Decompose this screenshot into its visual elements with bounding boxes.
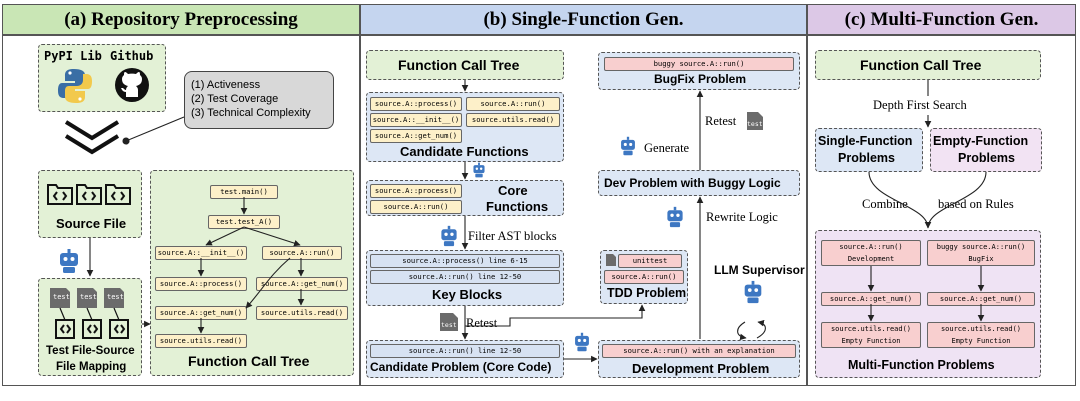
core-process: source.A::process() xyxy=(370,184,462,198)
unittest-file-icon xyxy=(606,254,616,266)
panel-c-title: (c) Multi-Function Gen. xyxy=(807,4,1076,35)
panel-a-title: (a) Repository Preprocessing xyxy=(2,4,360,35)
core-run: source.A::run() xyxy=(370,200,462,214)
right-buggy-run: buggy source.A::run() xyxy=(936,243,1026,251)
criteria-list: (1) Activeness (2) Test Coverage (3) Tec… xyxy=(191,78,311,120)
tdd-label: TDD Problem xyxy=(607,286,687,300)
github-logo-icon xyxy=(115,68,149,102)
empty-label-2: Problems xyxy=(958,151,1015,165)
node-process: source.A::process() xyxy=(155,277,247,291)
double-chevron-down-icon xyxy=(64,120,120,155)
folder-icons xyxy=(46,180,134,211)
tree-c-label: Function Call Tree xyxy=(860,57,982,73)
core-label-1: Core xyxy=(498,183,528,198)
node-run: source.A::run() xyxy=(262,246,342,260)
node-get-num-right: source.A::get_num() xyxy=(256,277,348,291)
criteria-box xyxy=(184,71,334,129)
tree-b-box xyxy=(366,50,564,80)
robot-icon-b3 xyxy=(575,332,589,352)
test-text-3: test xyxy=(107,293,124,301)
single-label-1: Single-Function xyxy=(818,134,913,148)
criterion-2: (2) Test Coverage xyxy=(191,93,279,105)
robot-icon-b2 xyxy=(441,225,457,247)
core-label-2: Functions xyxy=(486,199,549,214)
single-label-2: Problems xyxy=(838,151,895,165)
dev-code: source.A::run() with an explanation xyxy=(602,344,796,358)
test-text-1: test xyxy=(53,293,70,301)
empty-label-1: Empty-Function xyxy=(933,134,1029,148)
github-label: Github xyxy=(110,49,154,63)
robot-icon-b5 xyxy=(621,136,635,156)
right-col-tail: source.utils.read() Empty Function xyxy=(927,322,1035,348)
right-empty: Empty Function xyxy=(951,337,1011,345)
tdd-unittest: unittest xyxy=(618,254,682,268)
node-test-main: test.main() xyxy=(210,185,278,199)
right-utils: source.utils.read() xyxy=(940,325,1022,333)
criterion-1: (1) Activeness xyxy=(191,79,261,91)
node-test-a: test.test_A() xyxy=(208,215,280,229)
left-utils: source.utils.read() xyxy=(830,325,912,333)
retest-label-2: Retest xyxy=(705,114,737,128)
tree-b-label: Function Call Tree xyxy=(398,57,520,73)
buggy-dev-box xyxy=(598,170,800,196)
mapping-label-line1: Test File-Source xyxy=(46,345,135,357)
filter-label: Filter AST blocks xyxy=(468,229,557,243)
code-folder-icon xyxy=(47,184,131,205)
test-text-b2: test xyxy=(747,120,763,128)
tree-a-label: Function Call Tree xyxy=(188,353,310,369)
rewrite-label: Rewrite Logic xyxy=(706,210,778,224)
buggy-dev-label: Dev Problem with Buggy Logic xyxy=(604,176,781,190)
mapping-label-line2: File Mapping xyxy=(56,361,127,373)
block-run: source.A::run() line 12-50 xyxy=(370,270,560,284)
llm-robot-icon xyxy=(744,280,762,304)
left-run: source.A::run() xyxy=(839,243,903,251)
source-file-label: Source File xyxy=(56,216,127,231)
candidate-problem-code: source.A::run() line 12-50 xyxy=(370,344,560,358)
bugfix-code: buggy source.A::run() xyxy=(604,57,794,71)
test-file-icon-b2 xyxy=(747,112,763,130)
candidate-label: Candidate Functions xyxy=(400,144,529,159)
cand-get-num: source.A::get_num() xyxy=(370,129,462,143)
cand-utils: source.utils.read() xyxy=(466,113,560,127)
panel-b-title: (b) Single-Function Gen. xyxy=(360,4,807,35)
tdd-run: source.A::run() xyxy=(604,270,684,284)
block-process: source.A::process() line 6-15 xyxy=(370,254,560,268)
left-empty: Empty Function xyxy=(841,337,901,345)
robot-icon-b4 xyxy=(667,206,683,228)
test-text-b1: test xyxy=(441,321,457,329)
left-development: Development xyxy=(847,255,895,263)
rules-label: based on Rules xyxy=(938,197,1014,211)
cand-run: source.A::run() xyxy=(466,97,560,111)
pypi-label: PyPI Lib xyxy=(44,49,102,63)
cand-init: source.A::__init__() xyxy=(370,113,462,127)
generate-label: Generate xyxy=(644,141,690,155)
cand-process: source.A::process() xyxy=(370,97,462,111)
robot-icon-a xyxy=(60,249,78,273)
python-logo-icon xyxy=(58,69,92,103)
dfs-label: Depth First Search xyxy=(873,98,967,112)
left-col-tail: source.utils.read() Empty Function xyxy=(821,322,921,348)
empty-problems-box xyxy=(930,128,1042,172)
node-utils-left: source.utils.read() xyxy=(155,334,247,348)
dev-label: Development Problem xyxy=(632,361,770,376)
test-file-icon-b xyxy=(440,313,458,331)
node-utils-right: source.utils.read() xyxy=(256,306,348,320)
right-col-head: buggy source.A::run() BugFix xyxy=(927,240,1035,266)
multi-label: Multi-Function Problems xyxy=(848,358,995,372)
criterion-3: (3) Technical Complexity xyxy=(191,107,311,119)
tree-c-box xyxy=(815,50,1041,80)
left-col-head: source.A::run() Development xyxy=(821,240,921,266)
llm-supervisor-label: LLM Supervisor xyxy=(714,263,805,277)
key-blocks-label: Key Blocks xyxy=(432,287,503,302)
robot-icon-b1 xyxy=(473,162,485,178)
candidate-problem-label: Candidate Problem (Core Code) xyxy=(370,360,552,374)
right-bugfix: BugFix xyxy=(968,255,994,263)
test-text-2: test xyxy=(80,293,97,301)
single-problems-box xyxy=(815,128,923,172)
bugfix-label: BugFix Problem xyxy=(654,72,747,86)
test-file-icons xyxy=(50,288,129,339)
